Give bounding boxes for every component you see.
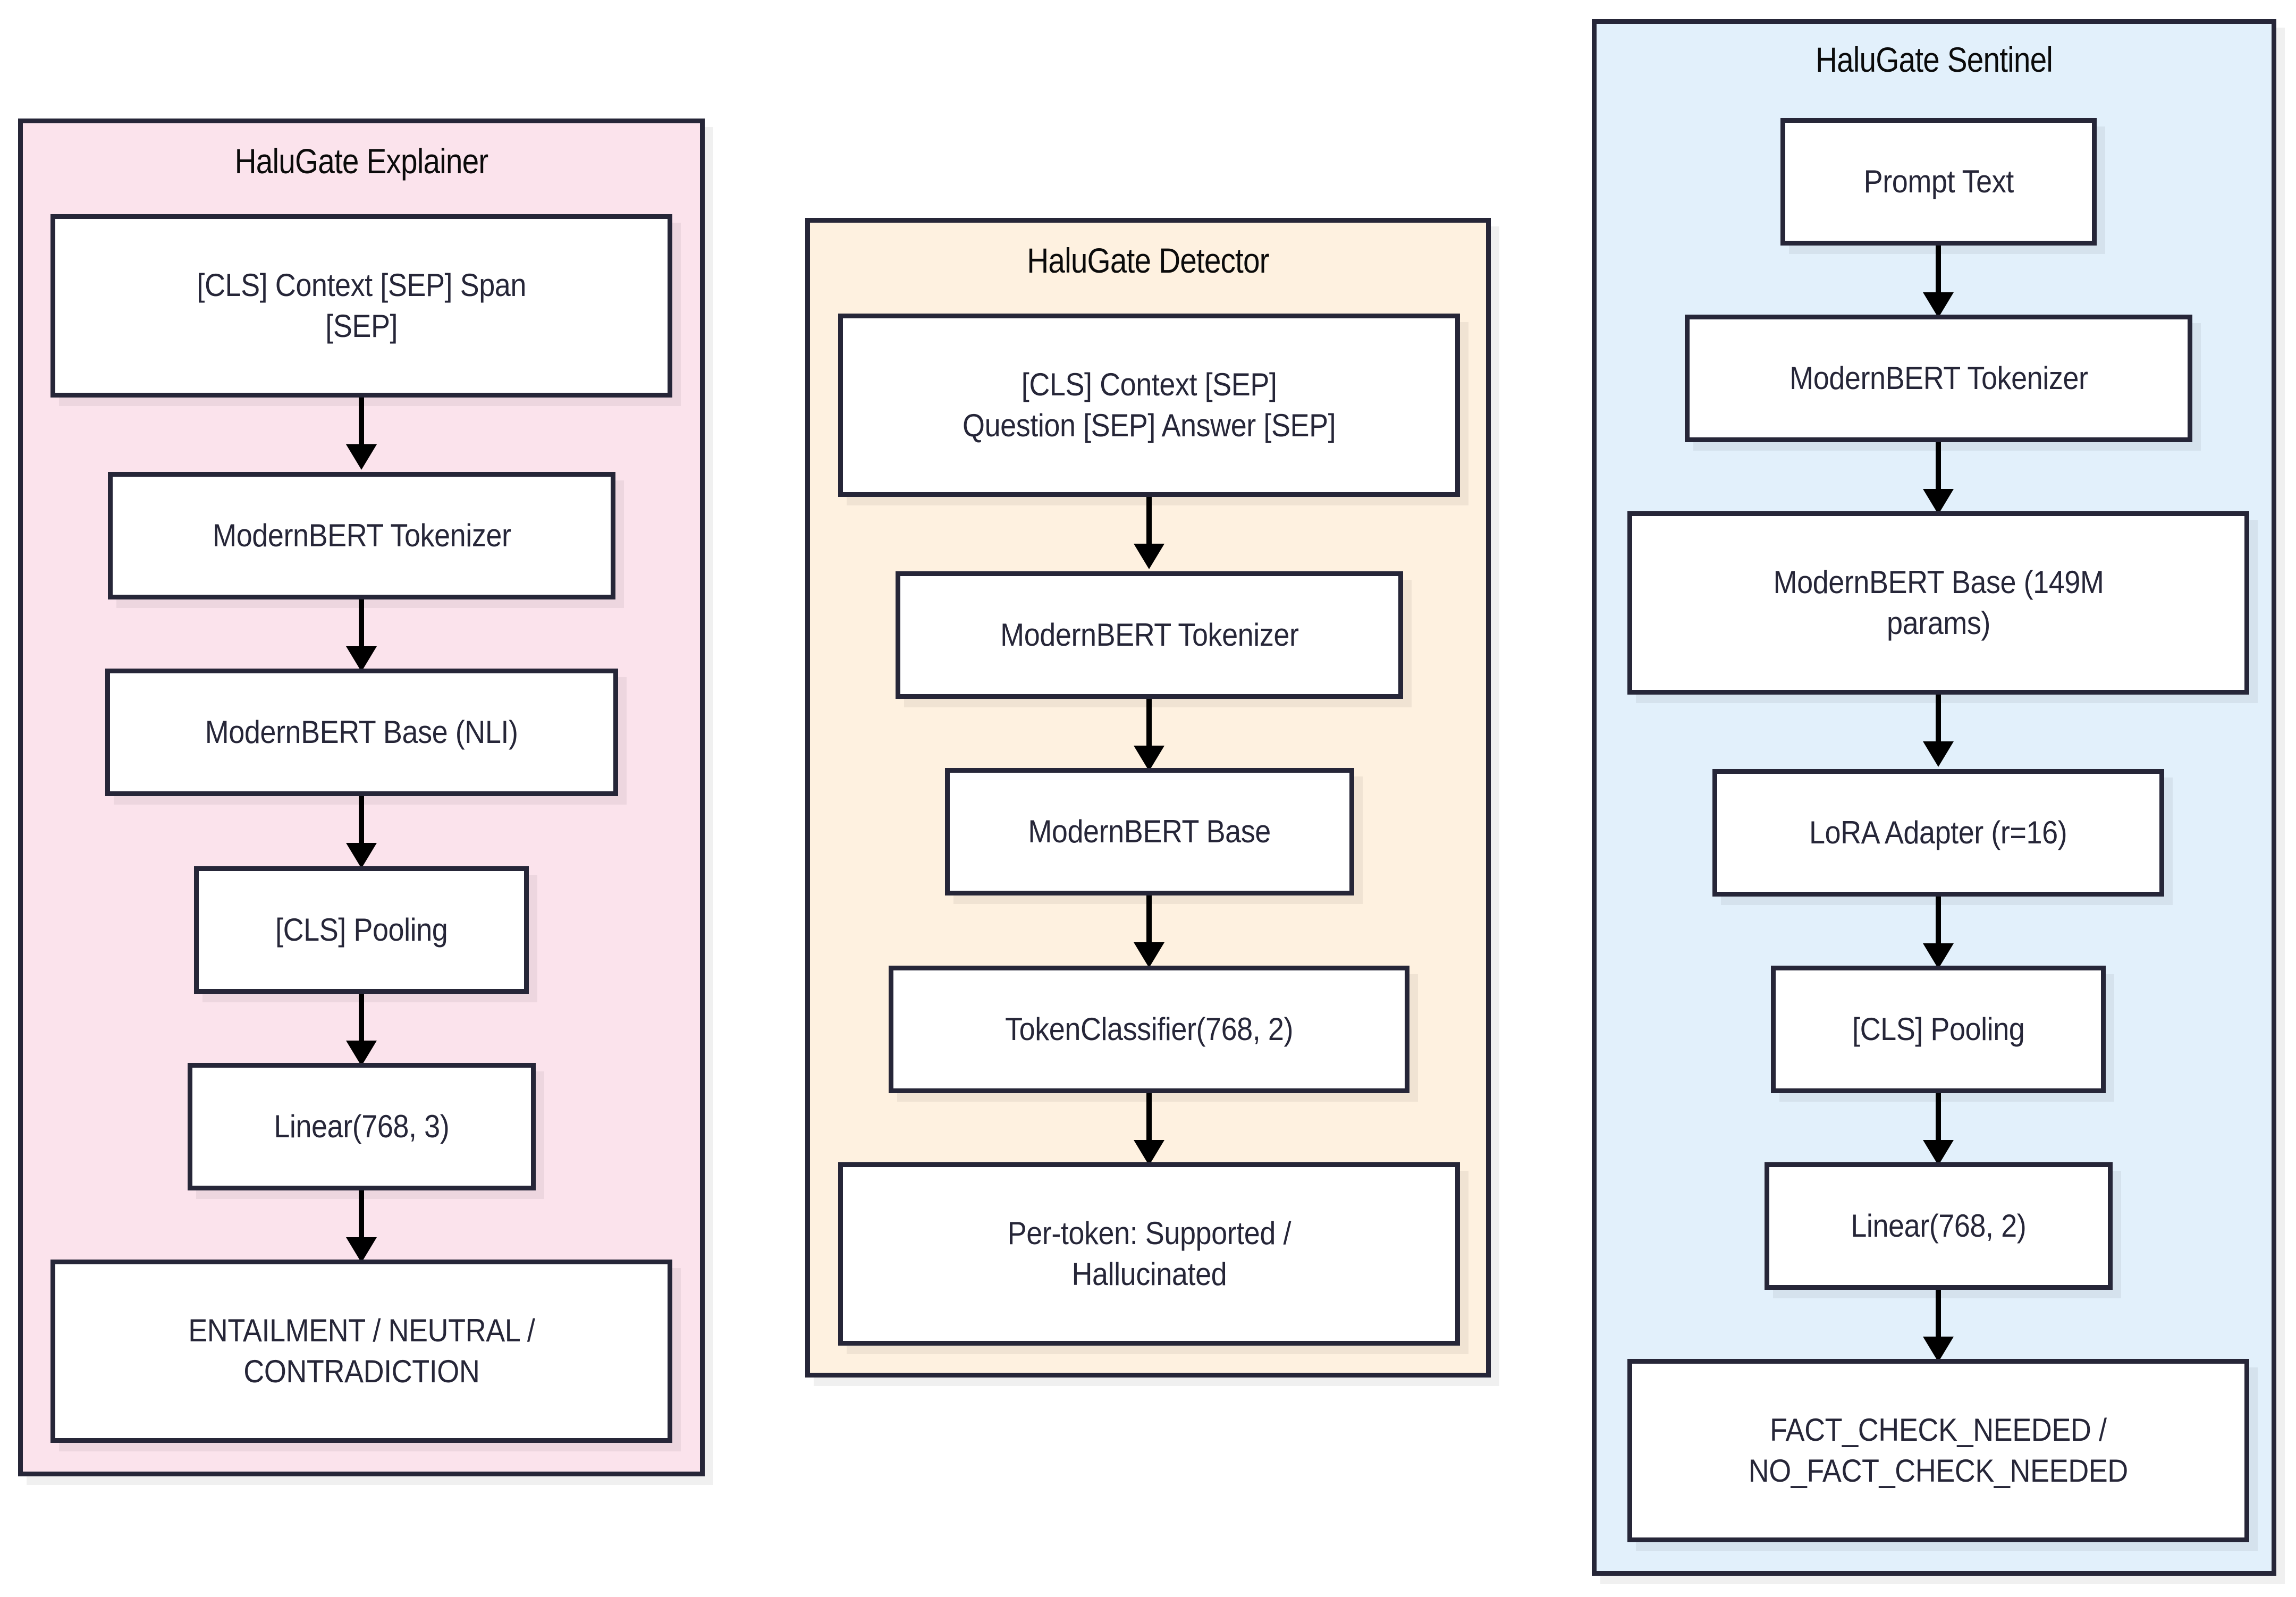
node-exp-output[interactable]: ENTAILMENT / NEUTRAL / CONTRADICTION [50,1260,672,1443]
node-label: Linear(768, 2) [1851,1207,2027,1244]
node-sen-prompt[interactable]: Prompt Text [1780,118,2097,246]
node-label: ModernBERT Base (NLI) [205,714,518,750]
node-sen-pooling[interactable]: [CLS] Pooling [1771,966,2106,1093]
node-label: ModernBERT Base (149M params) [1773,564,2104,641]
node-sen-linear[interactable]: Linear(768, 2) [1765,1162,2113,1290]
node-label: ModernBERT Tokenizer [212,517,511,553]
node-label: TokenClassifier(768, 2) [1005,1011,1293,1047]
node-exp-pooling[interactable]: [CLS] Pooling [194,866,529,994]
node-det-classifier[interactable]: TokenClassifier(768, 2) [889,966,1409,1093]
node-label: ENTAILMENT / NEUTRAL / CONTRADICTION [188,1312,535,1389]
node-exp-base[interactable]: ModernBERT Base (NLI) [105,669,618,796]
node-det-output[interactable]: Per-token: Supported / Hallucinated [838,1162,1460,1346]
node-label: ModernBERT Base [1028,813,1271,849]
node-label: ModernBERT Tokenizer [1000,616,1299,653]
subgraph-title-sentinel: HaluGate Sentinel [1815,40,2053,79]
node-label: [CLS] Pooling [1852,1011,2025,1047]
node-sen-lora[interactable]: LoRA Adapter (r=16) [1712,769,2164,897]
node-label: [CLS] Context [SEP] Span [SEP] [197,267,526,344]
node-label: [CLS] Context [SEP] Question [SEP] Answe… [962,366,1336,443]
node-det-base[interactable]: ModernBERT Base [945,768,1354,895]
node-label: [CLS] Pooling [275,911,448,948]
node-sen-output[interactable]: FACT_CHECK_NEEDED / NO_FACT_CHECK_NEEDED [1627,1359,2249,1542]
node-exp-input[interactable]: [CLS] Context [SEP] Span [SEP] [50,214,672,398]
node-det-tokenizer[interactable]: ModernBERT Tokenizer [896,571,1403,699]
node-label: Per-token: Supported / Hallucinated [1007,1215,1291,1292]
node-det-input[interactable]: [CLS] Context [SEP] Question [SEP] Answe… [838,314,1460,497]
node-label: Linear(768, 3) [274,1108,450,1144]
node-exp-tokenizer[interactable]: ModernBERT Tokenizer [108,472,615,599]
subgraph-title-detector: HaluGate Detector [1027,241,1269,280]
node-label: Prompt Text [1863,163,2014,199]
node-label: ModernBERT Tokenizer [1789,360,2088,396]
node-sen-base[interactable]: ModernBERT Base (149M params) [1627,511,2249,695]
subgraph-title-explainer: HaluGate Explainer [234,141,489,181]
node-exp-linear[interactable]: Linear(768, 3) [188,1063,536,1190]
node-sen-tokenizer[interactable]: ModernBERT Tokenizer [1685,315,2192,442]
node-label: LoRA Adapter (r=16) [1809,814,2067,850]
node-label: FACT_CHECK_NEEDED / NO_FACT_CHECK_NEEDED [1748,1412,2129,1489]
